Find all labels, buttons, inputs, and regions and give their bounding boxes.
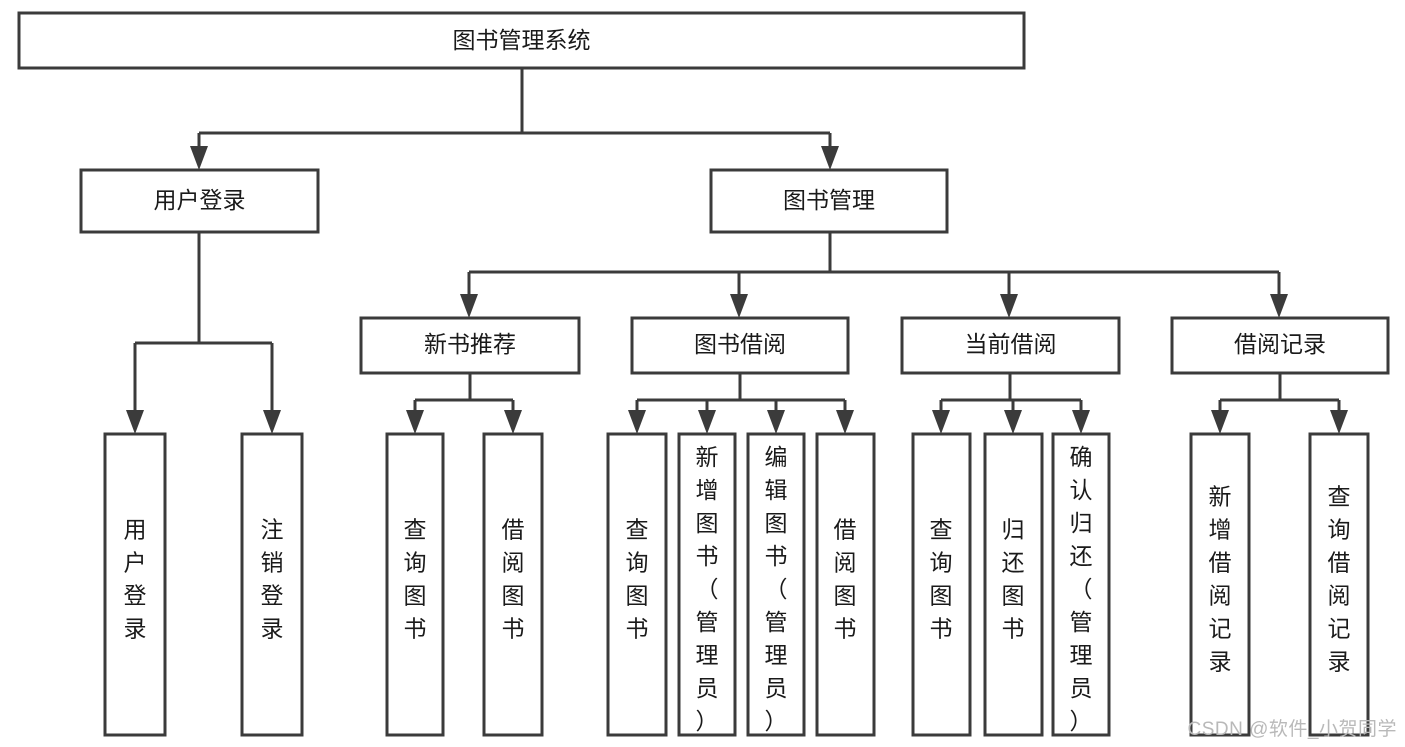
node-leaf-add-record-label: 新增借阅记录 (1209, 483, 1232, 674)
node-leaf-confirm-return-label: 确认归还（管理员） (1070, 444, 1093, 734)
node-leaf-logout-label: 注销登录 (261, 516, 284, 641)
node-new-book-rec-box[interactable] (359, 316, 581, 375)
arrowhead-leaf-query-book-1 (406, 410, 424, 434)
node-leaf-query-book-1-label: 查询图书 (404, 516, 427, 641)
node-current-borrow-label: 当前借阅 (965, 331, 1057, 357)
node-leaf-query-record[interactable]: 查询借阅记录 (1308, 432, 1370, 737)
node-leaf-user-login-label: 用户登录 (124, 516, 147, 641)
node-new-book-rec[interactable]: 新书推荐 (359, 316, 581, 375)
node-book-manage-box[interactable] (709, 168, 949, 234)
node-leaf-query-book-3-box[interactable] (911, 432, 972, 737)
node-root[interactable]: 图书管理系统 (17, 11, 1026, 70)
node-leaf-add-record-box[interactable] (1189, 432, 1251, 737)
node-leaf-borrow-book-1-box[interactable] (482, 432, 544, 737)
node-leaf-edit-book-box[interactable] (746, 432, 806, 737)
node-borrow-record-box[interactable] (1170, 316, 1390, 375)
node-leaf-user-login-box[interactable] (103, 432, 167, 737)
node-leaf-user-login[interactable]: 用户登录 (103, 432, 167, 737)
arrowhead-leaf-query-book-2 (628, 410, 646, 434)
node-leaf-confirm-return[interactable]: 确认归还（管理员） (1051, 432, 1111, 737)
node-leaf-edit-book-label: 编辑图书（管理员） (765, 444, 788, 734)
arrowhead-borrow-record (1270, 294, 1288, 318)
node-borrow-record-label: 借阅记录 (1234, 331, 1326, 357)
node-leaf-query-book-3-label: 查询图书 (930, 516, 953, 641)
node-leaf-query-book-2-label: 查询图书 (626, 516, 649, 641)
node-root-box[interactable] (17, 11, 1026, 70)
node-leaf-query-record-label: 查询借阅记录 (1328, 483, 1351, 674)
node-borrow-record[interactable]: 借阅记录 (1170, 316, 1390, 375)
node-leaf-edit-book[interactable]: 编辑图书（管理员） (746, 432, 806, 737)
arrowhead-current-borrow (1000, 294, 1018, 318)
node-leaf-query-book-2-box[interactable] (606, 432, 668, 737)
arrowhead-user-login (190, 146, 208, 170)
arrowhead-leaf-query-book-3 (932, 410, 950, 434)
node-leaf-return-book[interactable]: 归还图书 (983, 432, 1044, 737)
node-leaf-query-book-3[interactable]: 查询图书 (911, 432, 972, 737)
node-leaf-return-book-box[interactable] (983, 432, 1044, 737)
arrowhead-leaf-query-record (1330, 410, 1348, 434)
node-leaf-borrow-book-2[interactable]: 借阅图书 (815, 432, 876, 737)
node-leaf-borrow-book-1[interactable]: 借阅图书 (482, 432, 544, 737)
node-leaf-return-book-label: 归还图书 (1002, 516, 1025, 641)
node-book-manage[interactable]: 图书管理 (709, 168, 949, 234)
node-leaf-add-book[interactable]: 新增图书（管理员） (677, 432, 737, 737)
arrowhead-leaf-borrow-book-1 (504, 410, 522, 434)
arrowhead-book-borrow (730, 294, 748, 318)
node-book-manage-label: 图书管理 (783, 187, 875, 213)
node-current-borrow-box[interactable] (900, 316, 1121, 375)
arrowhead-leaf-add-book (698, 410, 716, 434)
node-leaf-query-book-1[interactable]: 查询图书 (385, 432, 445, 737)
node-leaf-borrow-book-2-label: 借阅图书 (834, 516, 857, 641)
node-leaf-logout[interactable]: 注销登录 (240, 432, 304, 737)
arrowhead-leaf-return-book (1004, 410, 1022, 434)
arrowhead-leaf-confirm-return (1072, 410, 1090, 434)
node-user-login[interactable]: 用户登录 (79, 168, 320, 234)
node-root-label: 图书管理系统 (453, 27, 591, 53)
node-user-login-box[interactable] (79, 168, 320, 234)
node-leaf-borrow-book-2-box[interactable] (815, 432, 876, 737)
node-leaf-query-record-box[interactable] (1308, 432, 1370, 737)
node-new-book-rec-label: 新书推荐 (424, 331, 516, 357)
node-leaf-query-book-2[interactable]: 查询图书 (606, 432, 668, 737)
node-book-borrow[interactable]: 图书借阅 (630, 316, 850, 375)
connector-layer (126, 68, 1348, 434)
arrowhead-leaf-borrow-book-2 (836, 410, 854, 434)
node-leaf-add-record[interactable]: 新增借阅记录 (1189, 432, 1251, 737)
arrowhead-leaf-add-record (1211, 410, 1229, 434)
node-leaf-add-book-box[interactable] (677, 432, 737, 737)
node-current-borrow[interactable]: 当前借阅 (900, 316, 1121, 375)
node-leaf-add-book-label: 新增图书（管理员） (696, 444, 719, 734)
node-book-borrow-box[interactable] (630, 316, 850, 375)
arrowhead-leaf-user-login (126, 410, 144, 434)
arrowhead-new-book-rec (460, 294, 478, 318)
node-leaf-borrow-book-1-label: 借阅图书 (502, 516, 525, 641)
arrowhead-leaf-edit-book (767, 410, 785, 434)
node-leaf-logout-box[interactable] (240, 432, 304, 737)
node-book-borrow-label: 图书借阅 (694, 331, 786, 357)
arrowhead-leaf-logout (263, 410, 281, 434)
arrowhead-book-manage (821, 146, 839, 170)
node-user-login-label: 用户登录 (154, 187, 246, 213)
node-leaf-query-book-1-box[interactable] (385, 432, 445, 737)
node-leaf-confirm-return-box[interactable] (1051, 432, 1111, 737)
